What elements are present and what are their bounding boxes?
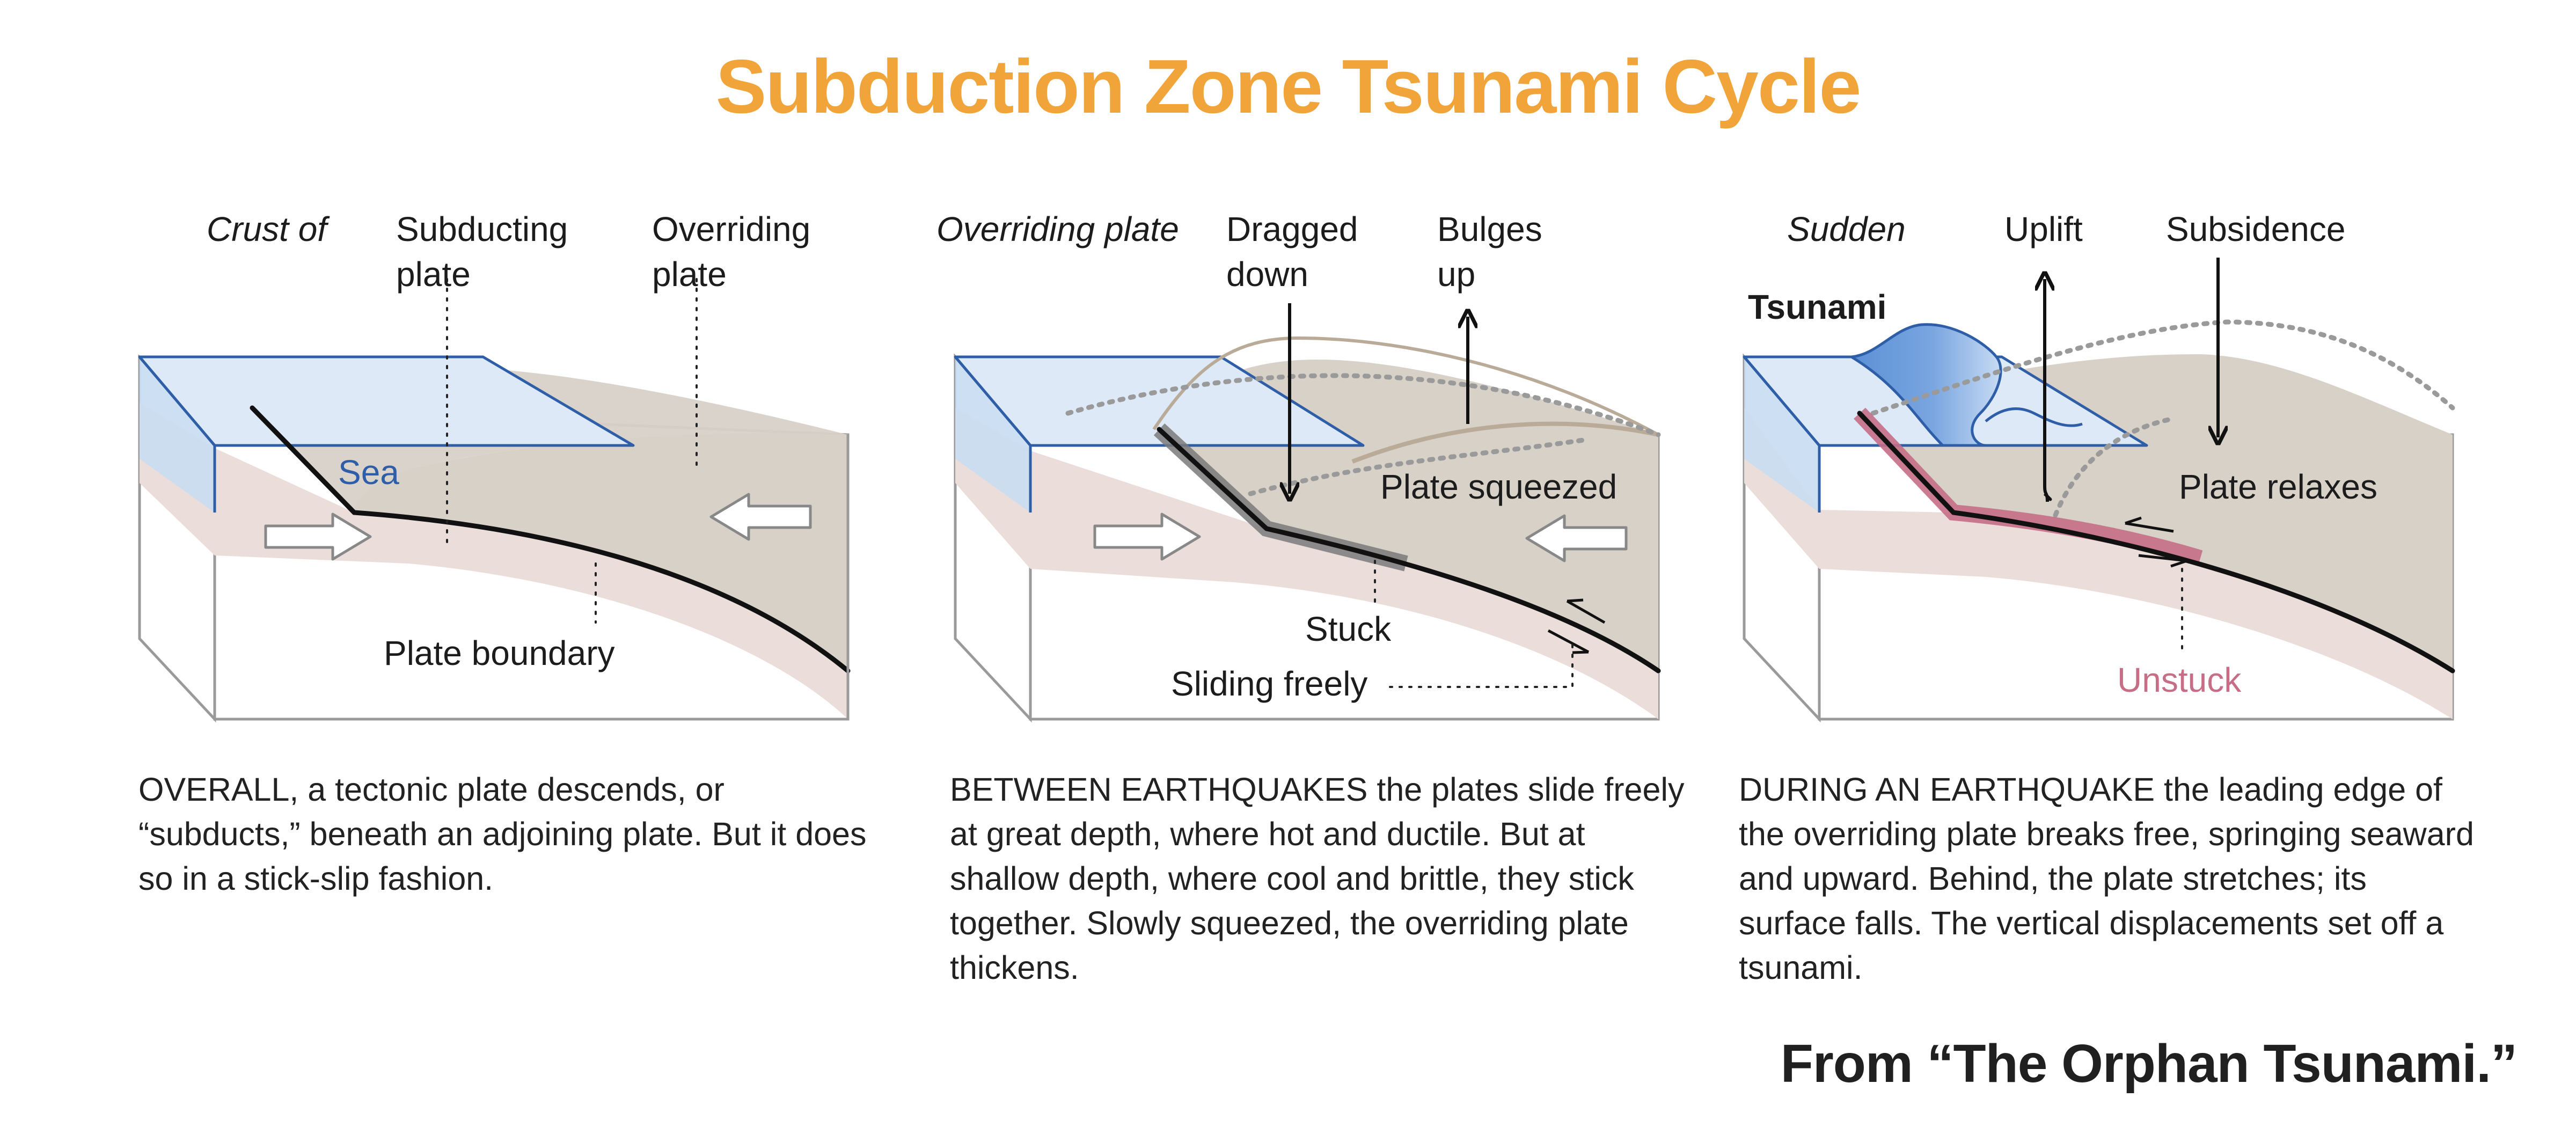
source-credit: From “The Orphan Tsunami.” [1780, 1034, 2518, 1094]
subducting-plate-layer [1744, 408, 2453, 719]
bulged-surface [1152, 336, 1659, 436]
label-sliding-freely: Sliding freely [1171, 664, 1368, 703]
caption-body: a tectonic plate descends, or “subducts,… [138, 771, 867, 897]
uplift-arrow [2045, 279, 2050, 502]
plate-boundary-line [1157, 427, 1661, 674]
caption-lead: OVERALL, [138, 771, 299, 808]
caption-lead: DURING AN EARTHQUAKE [1739, 771, 2155, 808]
subducting-plate-layer [140, 402, 848, 719]
arrow-right-icon [1093, 513, 1201, 561]
caption-during-earthquake: DURING AN EARTHQUAKE the leading edge of… [1739, 767, 2479, 990]
label-tsunami: Tsunami [1748, 288, 1887, 326]
caption-body: the plates slide freely at great depth, … [950, 771, 1685, 986]
label-stuck: Stuck [1305, 610, 1392, 648]
panel-between-earthquakes [954, 303, 1661, 723]
label-dragged-down: Dragged down [1226, 210, 1358, 294]
label-plate-squeezed: Plate squeezed [1380, 467, 1618, 506]
label-plate-boundary: Plate boundary [384, 634, 615, 672]
subducting-plate-layer [955, 408, 1658, 719]
tsunami-trough [1985, 407, 2083, 427]
page-title: Subduction Zone Tsunami Cycle [715, 44, 1862, 129]
arrow-right-icon [264, 513, 372, 561]
previous-boundary-dotted [2053, 416, 2176, 518]
arrow-left-icon [1525, 514, 1628, 562]
label-bulges-up: Bulges up [1437, 210, 1542, 294]
label-uplift: Uplift [2004, 210, 2083, 248]
caption-body: the leading edge of the overriding plate… [1739, 771, 2474, 986]
panel-during-earthquake [1743, 258, 2455, 723]
plate-boundary-line [1857, 411, 2455, 674]
previous-boundary-dotted [1248, 437, 1586, 496]
label-overriding-plate: Overriding plate [936, 210, 1179, 248]
caption-between-earthquakes: BETWEEN EARTHQUAKES the plates slide fre… [950, 767, 1690, 990]
label-overriding-plate: Overriding plate [652, 210, 811, 294]
label-plate-relaxes: Plate relaxes [2179, 467, 2377, 506]
tsunami-wave [1847, 323, 2002, 447]
sea-surface [138, 355, 635, 447]
caption-lead: BETWEEN EARTHQUAKES [950, 771, 1368, 808]
motion-arrows [2125, 516, 2187, 568]
label-subsidence: Subsidence [2166, 210, 2346, 248]
arrow-left-icon [709, 493, 812, 541]
label-sudden: Sudden [1787, 210, 1906, 248]
label-unstuck: Unstuck [2117, 661, 2242, 699]
previous-surface-dotted [1065, 373, 1661, 437]
label-crust-of: Crust of [207, 210, 327, 248]
caption-overall: OVERALL, a tectonic plate descends, or “… [138, 767, 879, 901]
label-sea: Sea [338, 453, 399, 492]
plate-boundary-line [250, 405, 851, 674]
leader-lines [446, 278, 698, 624]
label-subducting-plate: Subducting plate [396, 210, 568, 294]
panel-overall [138, 278, 851, 723]
motion-arrows [1547, 598, 1606, 654]
bulge-top [1351, 421, 1659, 464]
leader-lines [1374, 560, 1574, 688]
previous-surface-dotted [1870, 319, 2455, 416]
